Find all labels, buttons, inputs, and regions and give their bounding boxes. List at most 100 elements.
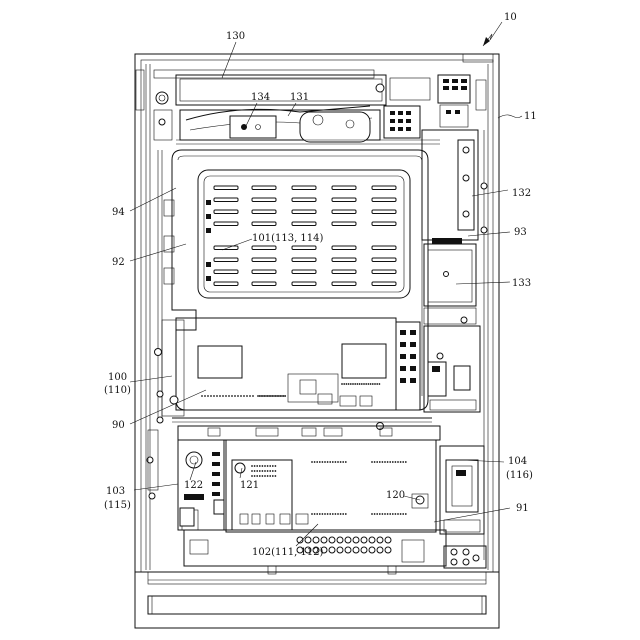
- dot: [254, 465, 256, 467]
- rack-slot: [214, 246, 238, 250]
- label-91: 91: [516, 503, 529, 514]
- label-120: 120: [386, 490, 405, 501]
- vent-hole: [345, 547, 351, 553]
- dot: [272, 465, 274, 467]
- rack-slot: [372, 270, 396, 274]
- rack-slot: [332, 258, 356, 262]
- vent-hole: [313, 537, 319, 543]
- label-101: 101(113, 114): [252, 233, 324, 244]
- dot: [382, 461, 384, 463]
- vent-hole: [321, 537, 327, 543]
- rack-slot: [214, 186, 238, 190]
- label-122: 122: [184, 480, 203, 491]
- dot: [402, 461, 404, 463]
- dot: [213, 395, 215, 397]
- dot: [283, 395, 285, 397]
- rack-slot: [332, 186, 356, 190]
- rack-slot: [214, 282, 238, 286]
- dot: [265, 395, 267, 397]
- dot: [357, 383, 359, 385]
- rack-slot: [372, 258, 396, 262]
- label-93: 93: [514, 227, 527, 238]
- dot: [225, 395, 227, 397]
- dot: [260, 395, 262, 397]
- dot: [371, 461, 373, 463]
- dot: [348, 383, 350, 385]
- dot: [314, 461, 316, 463]
- vent-hole: [337, 537, 343, 543]
- dot: [335, 461, 337, 463]
- dot: [281, 395, 283, 397]
- dot: [405, 513, 407, 515]
- vent-hole: [329, 537, 335, 543]
- dot: [231, 395, 233, 397]
- dot: [264, 470, 266, 472]
- dot: [389, 461, 391, 463]
- dot: [275, 465, 277, 467]
- dot: [264, 465, 266, 467]
- dot: [262, 465, 264, 467]
- vent-hole: [385, 547, 391, 553]
- rack-slot: [252, 222, 276, 226]
- dot: [243, 395, 245, 397]
- dot: [222, 395, 224, 397]
- dot: [374, 513, 376, 515]
- rack-slot: [214, 198, 238, 202]
- label-103: 103: [106, 486, 125, 497]
- dot: [379, 383, 381, 385]
- rack-slot: [372, 210, 396, 214]
- dot: [400, 461, 402, 463]
- dot: [270, 395, 272, 397]
- rack-slot: [214, 270, 238, 274]
- label-100: 100: [108, 372, 127, 383]
- dot: [256, 465, 258, 467]
- dot: [340, 513, 342, 515]
- dot: [272, 475, 274, 477]
- dot: [345, 513, 347, 515]
- rack-slot: [372, 186, 396, 190]
- dot: [382, 513, 384, 515]
- vent-hole: [385, 537, 391, 543]
- dot: [264, 475, 266, 477]
- dot: [256, 470, 258, 472]
- dot: [341, 383, 343, 385]
- dot: [254, 475, 256, 477]
- dot: [370, 383, 372, 385]
- dot: [324, 461, 326, 463]
- rack-slot: [252, 210, 276, 214]
- dot: [374, 461, 376, 463]
- rack-slot: [252, 198, 276, 202]
- dot: [387, 513, 389, 515]
- dot: [228, 395, 230, 397]
- dot: [322, 513, 324, 515]
- rack-slot: [332, 198, 356, 202]
- dot: [252, 395, 254, 397]
- dot: [269, 465, 271, 467]
- dot: [329, 513, 331, 515]
- dot: [259, 475, 261, 477]
- dot: [376, 383, 378, 385]
- rack-slot: [332, 246, 356, 250]
- rack-slot: [372, 246, 396, 250]
- dot: [234, 395, 236, 397]
- rack-slot: [372, 282, 396, 286]
- dot: [392, 513, 394, 515]
- dot: [284, 395, 286, 397]
- dot: [280, 395, 282, 397]
- dot: [267, 465, 269, 467]
- dot: [259, 470, 261, 472]
- dot: [327, 461, 329, 463]
- rack-slot: [252, 270, 276, 274]
- dot: [376, 513, 378, 515]
- rack-slot: [252, 246, 276, 250]
- dot: [259, 465, 261, 467]
- rack-slot: [332, 282, 356, 286]
- middle-dot-rows: [201, 383, 380, 397]
- dot: [272, 395, 274, 397]
- dot: [275, 470, 277, 472]
- dot: [311, 513, 313, 515]
- rack-slot: [332, 222, 356, 226]
- dot: [267, 395, 269, 397]
- label-10: 10: [504, 12, 517, 23]
